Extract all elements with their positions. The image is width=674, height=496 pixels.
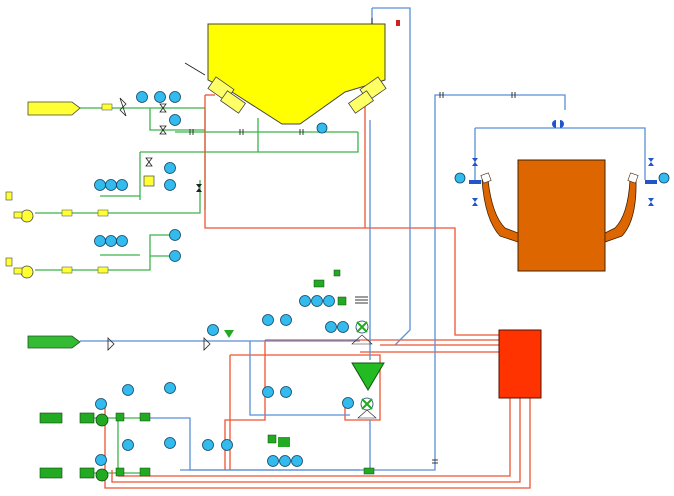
pipe-flanges — [189, 92, 516, 464]
instrument-bubble-icon[interactable] — [122, 439, 134, 451]
upper-rotary-valve[interactable] — [351, 320, 373, 345]
instrument-bubble-icon[interactable] — [342, 397, 354, 409]
instrument-bubble-icon[interactable] — [337, 321, 349, 333]
right-screw-feeder[interactable] — [347, 76, 387, 114]
valve-actuator-icon[interactable] — [224, 330, 234, 338]
instrument-bubble-icon[interactable] — [164, 437, 176, 449]
valve-icon[interactable] — [159, 125, 167, 135]
instrument-bubble-icon[interactable] — [164, 179, 176, 191]
valve-actuator-icon[interactable] — [278, 437, 290, 447]
instrument-bubble-icon[interactable] — [136, 91, 148, 103]
left-burner-duct-icon — [481, 179, 519, 243]
valve-actuator-icon[interactable] — [267, 434, 277, 444]
valve-actuator-icon[interactable] — [337, 296, 347, 306]
fan-4[interactable] — [39, 467, 109, 482]
instrument-bubble-icon[interactable] — [262, 386, 274, 398]
instrument-bubble-icon[interactable] — [116, 235, 128, 247]
green-feed-inlet-icon[interactable] — [27, 335, 81, 349]
right-air-flow-instrument-icon[interactable] — [658, 172, 670, 184]
blower-2[interactable] — [5, 257, 34, 279]
instrument-bubble-icon[interactable] — [280, 314, 292, 326]
valve-actuator-icon[interactable] — [101, 103, 113, 111]
hopper-level-switch-icon — [396, 20, 400, 26]
feed-hopper — [184, 18, 400, 134]
instrument-bubble-icon[interactable] — [169, 250, 181, 262]
valve-actuator-icon[interactable] — [363, 467, 375, 475]
valve-icon[interactable] — [107, 337, 115, 351]
air-damper-right[interactable] — [645, 158, 657, 206]
instrument-bubble-icon[interactable] — [299, 295, 311, 307]
instrument-bubble-icon[interactable] — [221, 439, 233, 451]
instrument-bubble-icon[interactable] — [262, 314, 274, 326]
instrument-bubble-icon[interactable] — [122, 384, 134, 396]
furnace — [454, 120, 670, 272]
blue-pipe-network — [80, 7, 646, 471]
instrument-bubble-icon[interactable] — [154, 91, 166, 103]
instrument-bubble-icon[interactable] — [169, 114, 181, 126]
instrument-bubble-icon[interactable] — [311, 295, 323, 307]
instrument-bubble-icon[interactable] — [95, 454, 107, 466]
fan-3[interactable] — [39, 412, 109, 427]
right-burner-duct-icon — [604, 179, 637, 243]
air-damper-left[interactable] — [469, 158, 481, 206]
instrument-bubble-icon[interactable] — [169, 91, 181, 103]
instrument-bubble-icon[interactable] — [207, 324, 219, 336]
valve-actuator-icon[interactable] — [313, 279, 325, 288]
instrument-bubble-icon[interactable] — [105, 179, 117, 191]
valve-actuator-icon[interactable] — [61, 266, 73, 274]
instrument-bubble-icon[interactable] — [323, 295, 335, 307]
control-panel[interactable] — [498, 329, 542, 399]
valve-actuator-icon[interactable] — [97, 209, 109, 217]
valve-actuator-icon[interactable] — [333, 269, 341, 277]
instrument-bubble-icon[interactable] — [291, 455, 303, 467]
air-splitter-icon — [552, 120, 564, 128]
left-screw-feeder[interactable] — [207, 76, 247, 114]
red-pipe-network — [104, 94, 531, 489]
valves — [61, 97, 375, 477]
instrument-bubble-icon[interactable] — [164, 162, 176, 174]
instrument-bubble-icon[interactable] — [267, 455, 279, 467]
valve-actuator-icon[interactable] — [61, 209, 73, 217]
valve-actuator-icon[interactable] — [139, 467, 151, 477]
valve-actuator-icon[interactable] — [143, 175, 155, 187]
valve-icon[interactable] — [196, 184, 202, 192]
valve-actuator-icon[interactable] — [115, 467, 125, 477]
valve-actuator-icon[interactable] — [139, 412, 151, 422]
instrument-bubble-icon[interactable] — [279, 455, 291, 467]
instrument-bubble-icon[interactable] — [105, 235, 117, 247]
instrument-bubble-icon[interactable] — [202, 439, 214, 451]
instrument-bubble-icon[interactable] — [94, 179, 106, 191]
valve-icon[interactable] — [145, 157, 153, 167]
instrument-bubble-icon[interactable] — [164, 382, 176, 394]
hopper-level-instrument-icon[interactable] — [316, 122, 328, 134]
instrument-bubble-icon[interactable] — [169, 229, 181, 241]
instrument-bubble-icon[interactable] — [325, 321, 337, 333]
yellow-feed-inlet-icon[interactable] — [27, 101, 81, 116]
left-air-flow-instrument-icon[interactable] — [454, 172, 466, 184]
cyclone-separator[interactable] — [351, 362, 385, 419]
blower-1[interactable] — [5, 191, 34, 223]
valve-icon[interactable] — [119, 97, 127, 117]
valve-actuator-icon[interactable] — [115, 412, 125, 422]
instrument-bubble-icon[interactable] — [94, 235, 106, 247]
valve-icon[interactable] — [159, 103, 167, 113]
instrument-bubble-icon[interactable] — [95, 398, 107, 410]
instrument-bubbles — [94, 91, 354, 467]
hopper-vent-icon — [184, 62, 206, 76]
valve-icon[interactable] — [203, 337, 211, 351]
valve-actuator-icon[interactable] — [97, 266, 109, 274]
left-blowers — [5, 191, 109, 482]
instrument-bubble-icon[interactable] — [280, 386, 292, 398]
instrument-bubble-icon[interactable] — [116, 179, 128, 191]
